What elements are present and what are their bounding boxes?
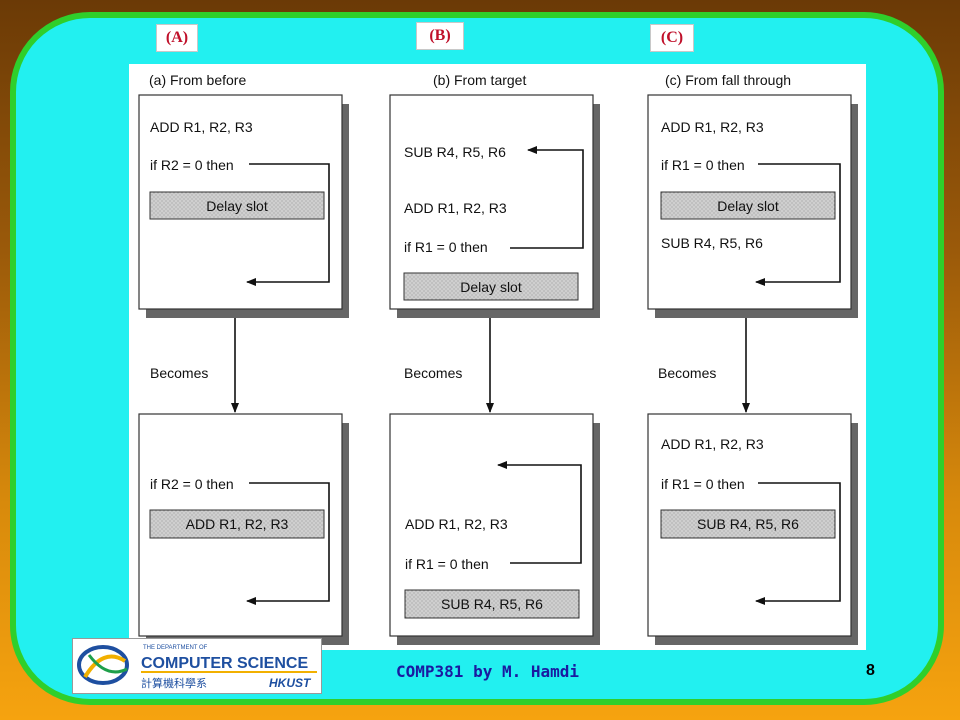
panel-b-before-line3: if R1 = 0 then <box>404 239 488 255</box>
panel-b-after-line1: ADD R1, R2, R3 <box>405 516 508 532</box>
panel-b-becomes: Becomes <box>404 365 462 381</box>
panel-b-after-slot <box>404 589 580 619</box>
panel-b-after-line2: if R1 = 0 then <box>405 556 489 572</box>
panel-b-delay-slot-label: Delay slot <box>460 279 522 295</box>
panel-a-becomes: Becomes <box>150 365 208 381</box>
panel-a-before-line1: ADD R1, R2, R3 <box>150 119 253 135</box>
panel-c-before-line3: SUB R4, R5, R6 <box>661 235 763 251</box>
panel-b-after-slot-label: SUB R4, R5, R6 <box>441 596 543 612</box>
panel-c-before-line2: if R1 = 0 then <box>661 157 745 173</box>
logo-line2: COMPUTER SCIENCE <box>141 655 308 672</box>
tag-c: (C) <box>650 24 694 52</box>
footer-text: COMP381 by M. Hamdi <box>396 662 580 681</box>
panel-c-after-line1: ADD R1, R2, R3 <box>661 436 764 452</box>
panel-b-after-branch-arrow <box>497 461 582 564</box>
panel-c-becomes: Becomes <box>658 365 716 381</box>
logo-swirl-icon <box>77 645 129 685</box>
panel-a-delay-slot <box>149 191 325 220</box>
tag-a: (A) <box>156 24 198 52</box>
tag-b: (B) <box>416 22 464 50</box>
panel-b-before-line1: SUB R4, R5, R6 <box>404 144 506 160</box>
panel-c-after-slot-label: SUB R4, R5, R6 <box>697 516 799 532</box>
panel-a-delay-slot-label: Delay slot <box>206 198 268 214</box>
panel-a-title: (a) From before <box>149 72 246 88</box>
panel-a-after-branch-arrow <box>246 482 330 605</box>
panel-c-delay-slot <box>660 191 836 220</box>
panel-a-before-line2: if R2 = 0 then <box>150 157 234 173</box>
panel-c-after-slot <box>660 509 836 539</box>
panel-c-branch-arrow <box>755 163 841 286</box>
department-logo: THE DEPARTMENT OF COMPUTER SCIENCE 計算機科學… <box>72 638 322 694</box>
logo-line1: THE DEPARTMENT OF <box>143 645 208 651</box>
panel-c-title: (c) From fall through <box>665 72 791 88</box>
panel-c-after-line2: if R1 = 0 then <box>661 476 745 492</box>
panel-b-before-line2: ADD R1, R2, R3 <box>404 200 507 216</box>
panel-a-after-slot <box>149 509 325 539</box>
delay-slot-diagram: (a) From before ADD R1, R2, R3 if R2 = 0… <box>129 64 866 650</box>
panel-a-branch-arrow <box>246 163 330 286</box>
panel-a-after-line1: if R2 = 0 then <box>150 476 234 492</box>
logo-line4: HKUST <box>269 676 312 690</box>
panel-b-branch-arrow <box>510 146 584 249</box>
panel-c-before-line1: ADD R1, R2, R3 <box>661 119 764 135</box>
logo-line3: 計算機科學系 <box>141 676 207 690</box>
panel-b-delay-slot <box>403 272 579 301</box>
panel-b-title: (b) From target <box>433 72 526 88</box>
page-number: 8 <box>866 662 875 679</box>
panel-c-delay-slot-label: Delay slot <box>717 198 779 214</box>
panel-c-after-branch-arrow <box>755 482 841 605</box>
panel-a-after-slot-label: ADD R1, R2, R3 <box>186 516 289 532</box>
